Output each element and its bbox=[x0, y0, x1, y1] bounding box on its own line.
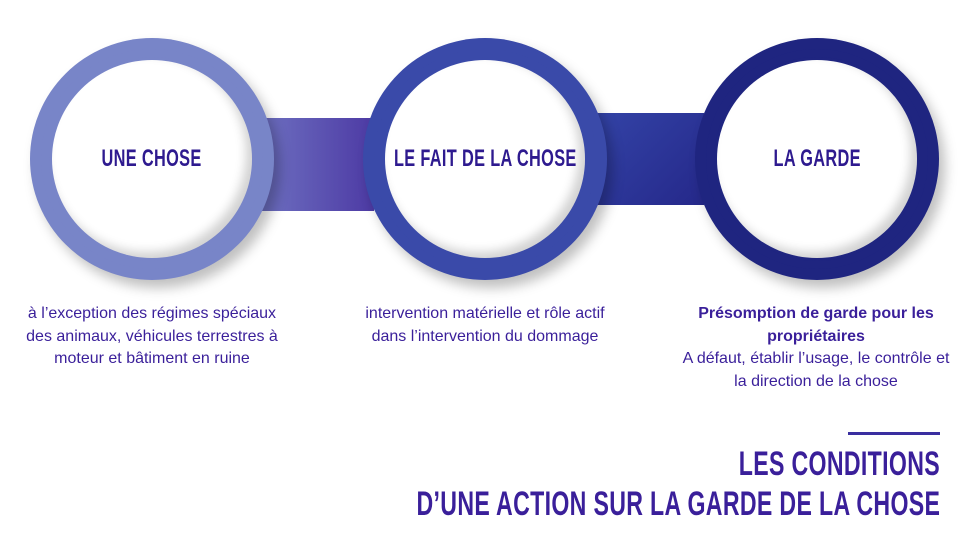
step-description-bold: Présomption de garde pour les propriétai… bbox=[698, 305, 934, 345]
title-line-2: D’UNE ACTION SUR LA GARDE DE LA CHOSE bbox=[416, 485, 940, 523]
connector-2-3 bbox=[596, 113, 704, 205]
title-line-1: LES CONDITIONS bbox=[738, 445, 940, 483]
step-description-3: Présomption de garde pour les propriétai… bbox=[680, 303, 952, 393]
step-description-2: intervention matérielle et rôle actif da… bbox=[365, 305, 605, 345]
step-description-1: à l’exception des régimes spéciaux des a… bbox=[26, 305, 278, 367]
step-circle-1: UNE CHOSE bbox=[30, 38, 274, 280]
connector-1-2 bbox=[262, 118, 374, 211]
step-label: UNE CHOSE bbox=[101, 145, 203, 172]
step-label: LA GARDE bbox=[773, 145, 861, 172]
step-circle-3: LA GARDE bbox=[695, 38, 939, 280]
step-label: LE FAIT DE LA CHOSE bbox=[393, 145, 577, 172]
step-circle-2: LE FAIT DE LA CHOSE bbox=[363, 38, 607, 280]
title-rule bbox=[848, 432, 940, 435]
